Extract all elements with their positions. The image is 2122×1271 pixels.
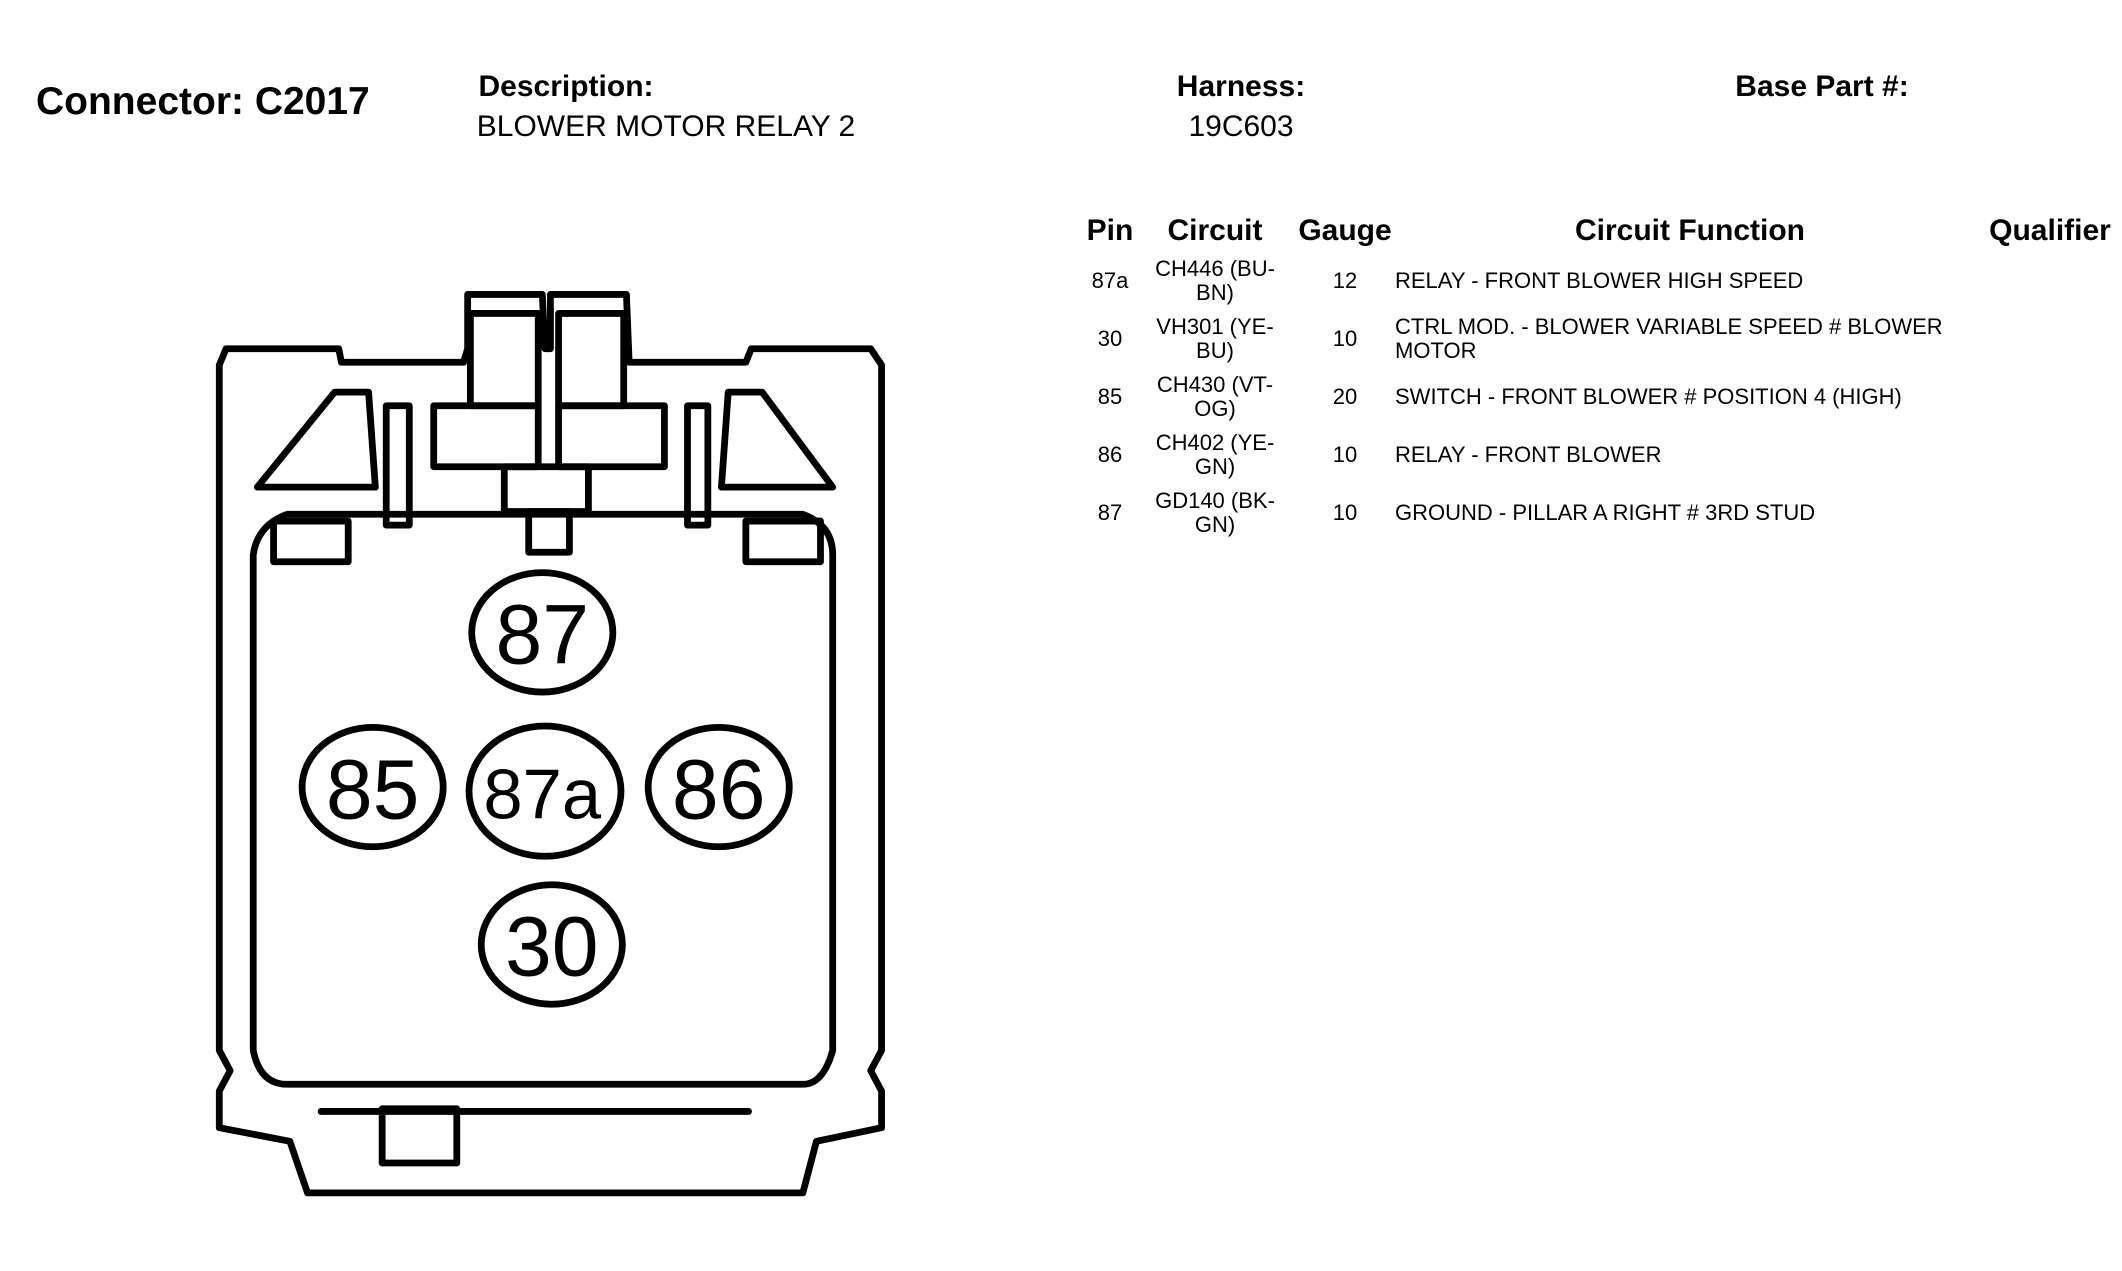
row-function: GROUND - PILLAR A RIGHT # 3RD STUD <box>1395 501 1955 525</box>
row-circuit-line2: BN) <box>1196 280 1234 305</box>
row-function: RELAY - FRONT BLOWER <box>1395 443 1955 467</box>
row-circuit-line1: CH446 (BU- <box>1155 256 1275 281</box>
row-circuit: CH446 (BU- BN) <box>1140 257 1290 305</box>
base-part-label: Base Part #: <box>1735 70 1909 103</box>
housing-outline <box>215 291 885 1197</box>
pin-cavity-85: 85 <box>298 723 447 851</box>
right-tab <box>742 517 824 566</box>
row-function-line2: MOTOR <box>1395 338 1477 363</box>
row-function-line1: CTRL MOD. - BLOWER VARIABLE SPEED # BLOW… <box>1395 314 1943 339</box>
pin-label-30: 30 <box>505 900 599 994</box>
top-center-right-bar <box>555 310 628 410</box>
col-header-pin: Pin <box>1086 214 1134 247</box>
pin-label-87a: 87a <box>483 754 601 833</box>
row-function: SWITCH - FRONT BLOWER # POSITION 4 (HIGH… <box>1395 385 1955 409</box>
table-row: 30 VH301 (YE- BU) 10 CTRL MOD. - BLOWER … <box>0 315 2122 369</box>
row-circuit-line2: GN) <box>1194 512 1236 537</box>
description-label: Description: <box>478 70 654 103</box>
row-pin: 86 <box>1097 442 1123 467</box>
left-tab <box>270 517 352 566</box>
pin-cavity-30: 30 <box>477 881 626 1008</box>
row-circuit-line2: OG) <box>1194 396 1236 421</box>
row-circuit: CH430 (VT- OG) <box>1140 373 1290 421</box>
top-center-notch <box>500 463 592 515</box>
table-row: 86 CH402 (YE- GN) 10 RELAY - FRONT BLOWE… <box>0 431 2122 485</box>
col-header-circuit-function: Circuit Function <box>1575 214 1805 247</box>
row-pin: 87 <box>1097 500 1123 525</box>
pin-label-85: 85 <box>326 742 420 836</box>
description-value: BLOWER MOTOR RELAY 2 <box>476 110 856 143</box>
table-row: 87a CH446 (BU- BN) 12 RELAY - FRONT BLOW… <box>0 257 2122 311</box>
left-latch <box>253 388 379 491</box>
col-header-qualifier: Qualifier <box>1989 214 2111 247</box>
row-function-line1: SWITCH - FRONT BLOWER # POSITION 4 (HIGH… <box>1395 384 1902 409</box>
right-latch <box>718 388 837 491</box>
harness-value: 19C603 <box>1188 110 1294 143</box>
row-circuit-line1: CH430 (VT- <box>1156 372 1274 397</box>
pin-label-86: 86 <box>672 742 766 836</box>
pin-label-87: 87 <box>495 588 589 682</box>
harness-label: Harness: <box>1176 70 1306 103</box>
row-gauge: 12 <box>1332 268 1358 293</box>
table-row: 85 CH430 (VT- OG) 20 SWITCH - FRONT BLOW… <box>0 373 2122 427</box>
pin-cavity-87a: 87a <box>465 722 625 860</box>
pin-cavities: 87 85 87a 86 30 <box>298 569 793 1008</box>
row-circuit-line1: VH301 (YE- <box>1156 314 1274 339</box>
row-function-line1: RELAY - FRONT BLOWER HIGH SPEED <box>1395 268 1804 293</box>
top-center-left-bar <box>466 310 542 410</box>
row-gauge: 10 <box>1332 500 1358 525</box>
housing-inner-wall <box>249 510 837 1088</box>
row-function-line1: RELAY - FRONT BLOWER <box>1395 442 1662 467</box>
bottom-lock-tab <box>378 1105 461 1167</box>
row-function: RELAY - FRONT BLOWER HIGH SPEED <box>1395 269 1955 293</box>
row-circuit-line2: BU) <box>1196 338 1234 363</box>
top-center-lower-left <box>430 402 542 471</box>
row-function-line1: GROUND - PILLAR A RIGHT # 3RD STUD <box>1395 500 1816 525</box>
row-circuit: CH402 (YE- GN) <box>1140 431 1290 479</box>
connector-face-diagram: 87 85 87a 86 30 <box>215 291 885 1197</box>
top-right-block <box>684 402 712 529</box>
top-left-block <box>382 402 413 529</box>
row-pin: 85 <box>1097 384 1123 409</box>
row-pin: 30 <box>1097 326 1123 351</box>
row-circuit: GD140 (BK- GN) <box>1140 489 1290 537</box>
connector-title: Connector: C2017 <box>36 80 370 123</box>
row-gauge: 10 <box>1332 326 1358 351</box>
row-function: CTRL MOD. - BLOWER VARIABLE SPEED # BLOW… <box>1395 315 1955 363</box>
top-center-lower-right <box>555 402 668 471</box>
row-circuit-line1: CH402 (YE- <box>1155 430 1275 455</box>
top-center-key <box>525 508 573 556</box>
row-gauge: 10 <box>1332 442 1358 467</box>
col-header-circuit: Circuit <box>1167 214 1263 247</box>
row-gauge: 20 <box>1332 384 1358 409</box>
col-header-gauge: Gauge <box>1298 214 1392 247</box>
row-circuit-line1: GD140 (BK- <box>1155 488 1275 513</box>
table-row: 87 GD140 (BK- GN) 10 GROUND - PILLAR A R… <box>0 489 2122 543</box>
row-pin: 87a <box>1091 268 1129 293</box>
row-circuit-line2: GN) <box>1194 454 1236 479</box>
pin-cavity-87: 87 <box>468 569 617 696</box>
pin-cavity-86: 86 <box>644 723 793 851</box>
row-circuit: VH301 (YE- BU) <box>1140 315 1290 363</box>
